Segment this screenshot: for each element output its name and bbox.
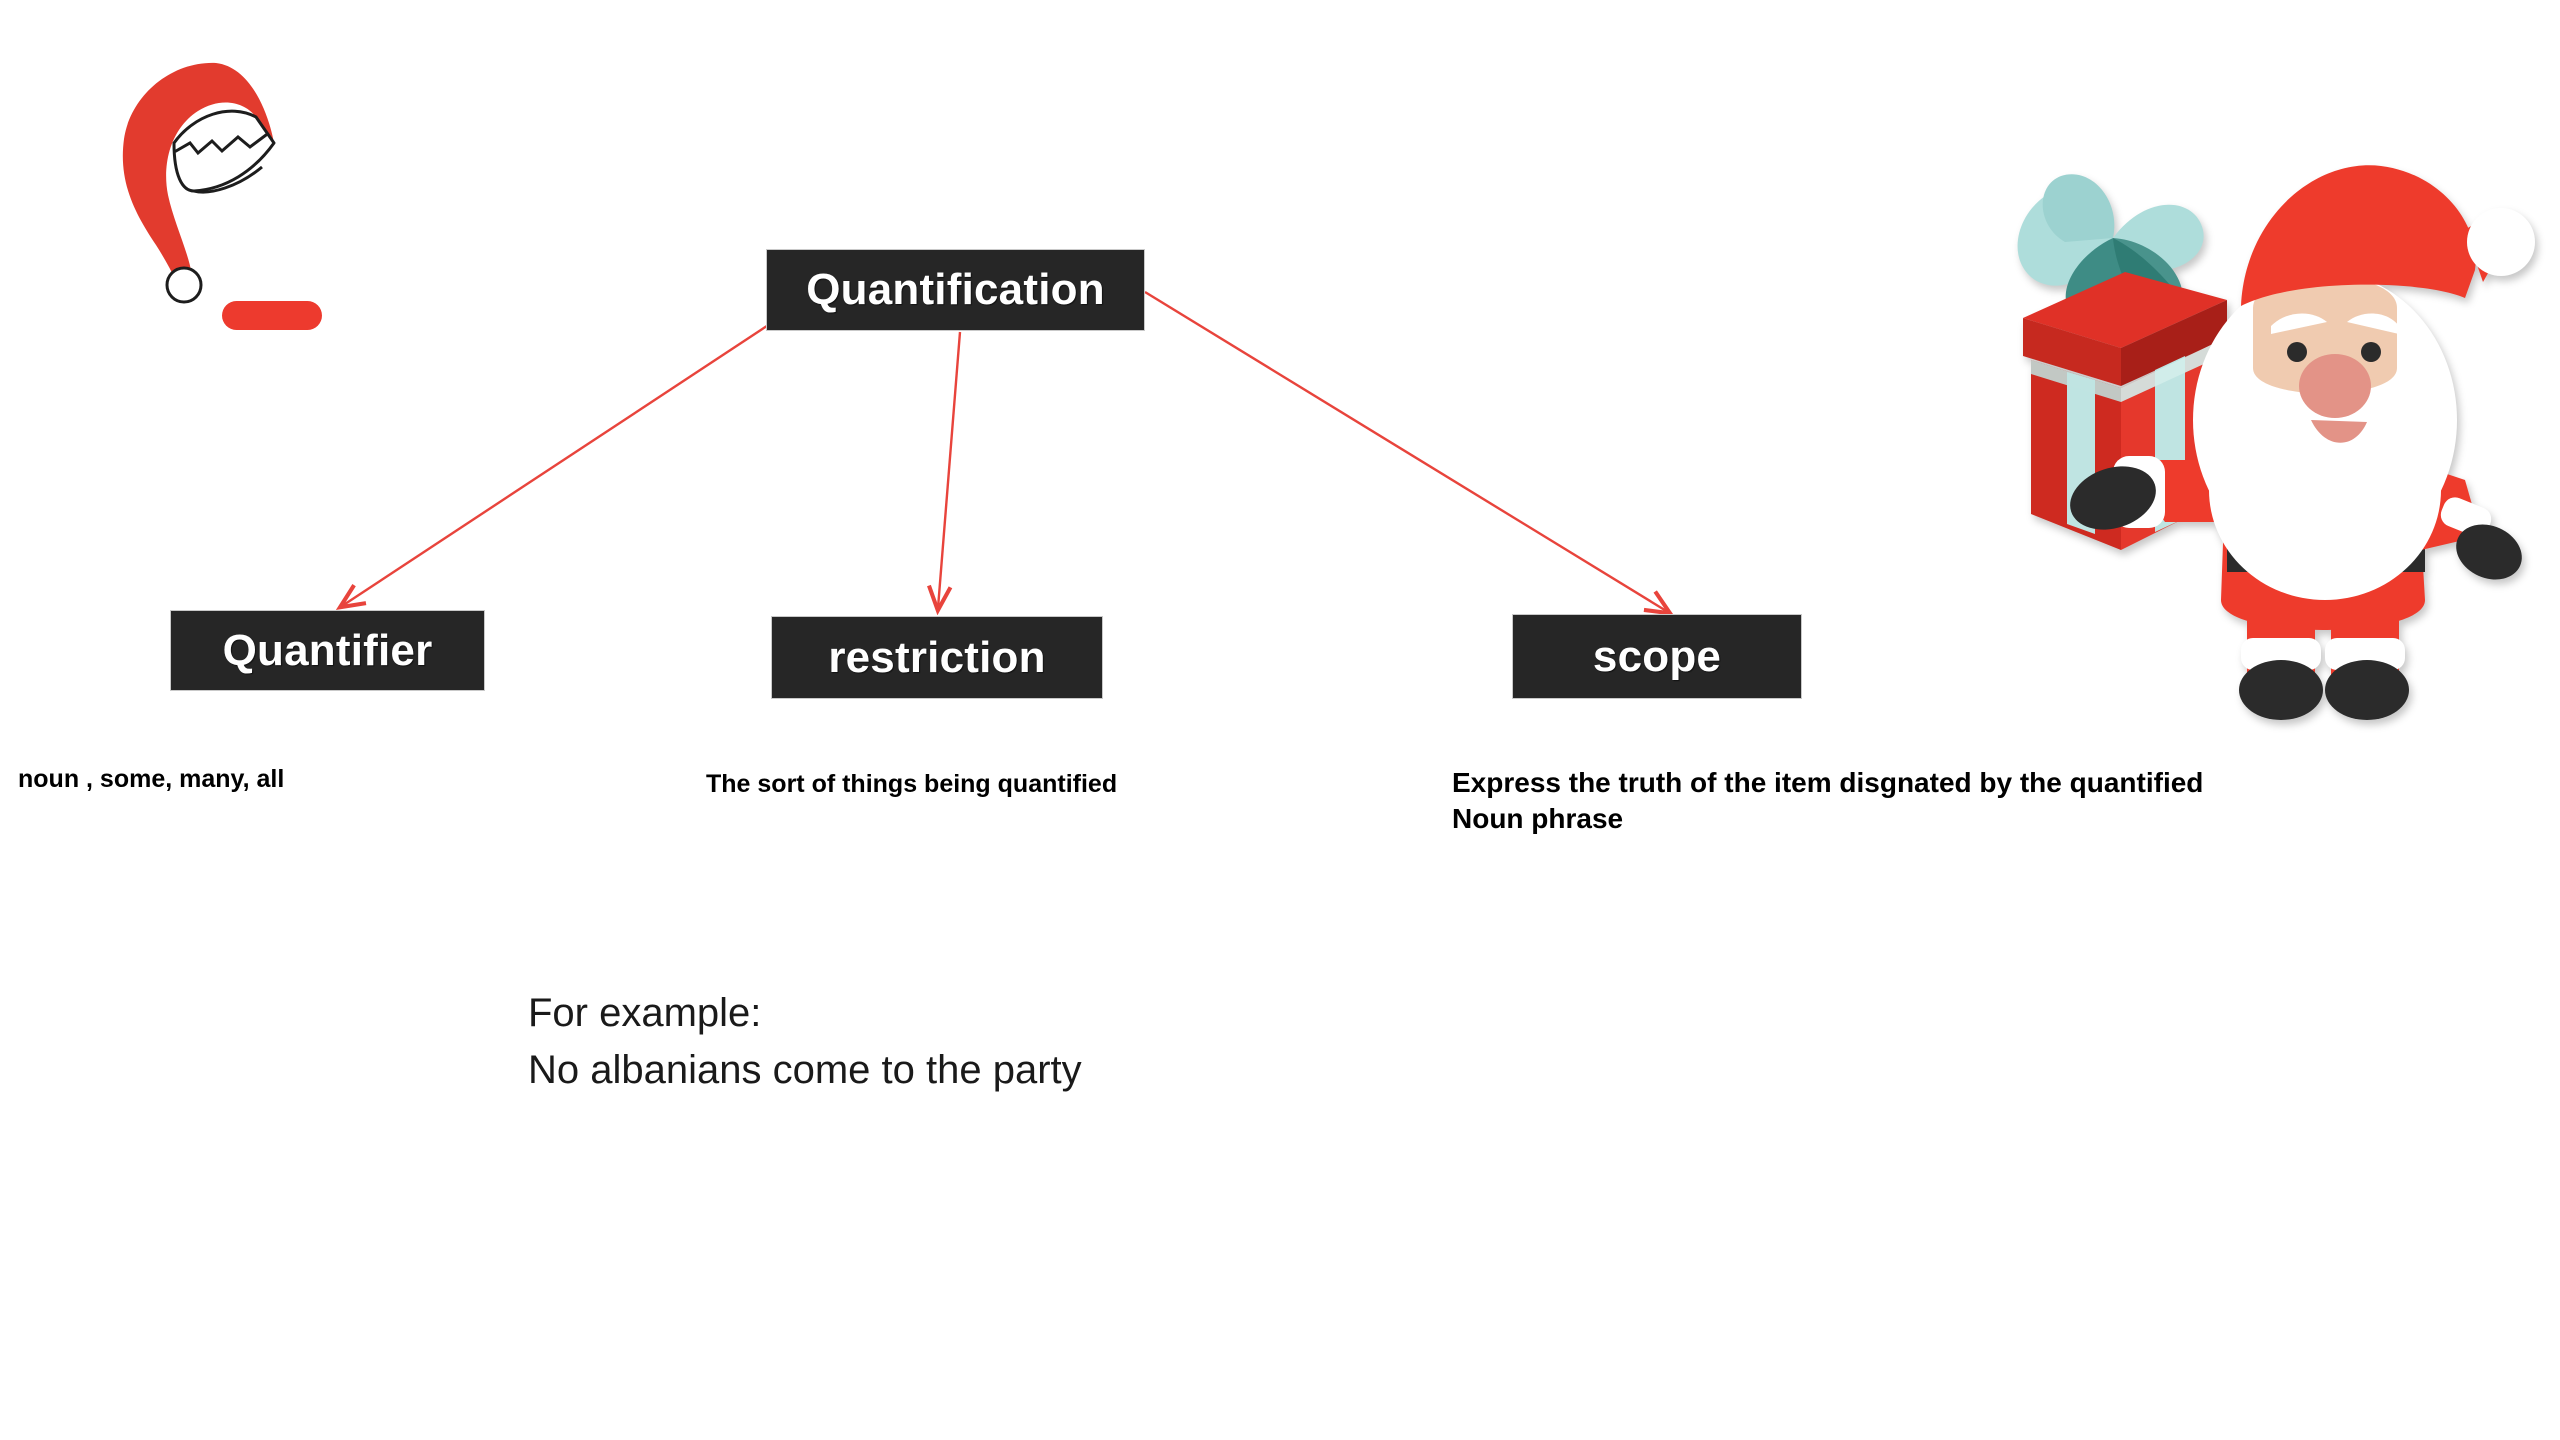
example-block: For example: No albanians come to the pa… (528, 985, 1082, 1099)
caption-scope-line-1: Express the truth of the item disgnated … (1452, 767, 2204, 798)
node-restriction[interactable]: restriction (772, 617, 1102, 698)
santa-hat-icon (98, 55, 318, 315)
node-scope[interactable]: scope (1513, 615, 1801, 698)
node-quantification[interactable]: Quantification (767, 250, 1144, 330)
arrow-to-quantifier (342, 318, 777, 606)
arrow-to-scope (1144, 290, 1668, 612)
caption-restriction: The sort of things being quantified (706, 770, 1118, 798)
caption-scope: Express the truth of the item disgnated … (1452, 765, 2492, 837)
caption-quantifier: noun , some, many, all (18, 765, 285, 793)
red-bar-shape (222, 301, 322, 330)
santa-claus-with-gift-icon (1995, 130, 2545, 750)
example-sentence: No albanians come to the party (528, 1047, 1082, 1092)
node-quantifier[interactable]: Quantifier (171, 611, 484, 690)
arrow-to-restriction (938, 331, 962, 608)
example-lead: For example: (528, 991, 762, 1035)
caption-scope-line-2: Noun phrase (1452, 802, 1624, 834)
